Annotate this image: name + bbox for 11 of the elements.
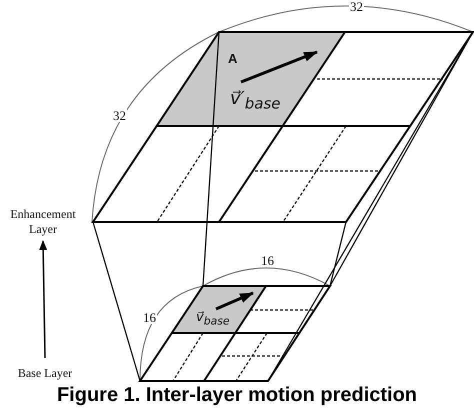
vector-label: v⃗′$_{base}$	[230, 90, 281, 112]
layer-label: Base Layer	[4, 366, 86, 381]
dimension-label: 16	[260, 254, 275, 267]
arrow	[39, 240, 48, 358]
vector-label: v⃗$_{base}$	[196, 311, 230, 328]
dimension-label: 16	[142, 311, 157, 324]
block-label: A	[228, 52, 238, 65]
layer-label: Enhancement Layer	[4, 207, 82, 237]
dimension-label: 32	[349, 0, 364, 13]
figure-caption: Figure 1. Inter-layer motion prediction	[56, 384, 418, 407]
dimension-label: 32	[112, 109, 127, 122]
